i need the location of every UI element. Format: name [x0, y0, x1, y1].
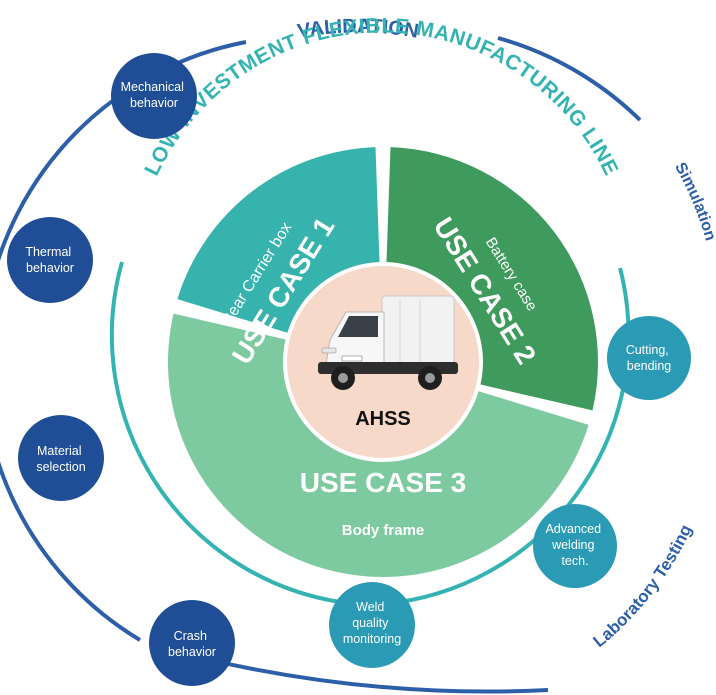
node-line: Material — [37, 444, 81, 458]
node-line: Weld — [356, 600, 384, 614]
node-line: selection — [36, 460, 85, 474]
electric-van-image — [318, 295, 458, 390]
manufacturing-node-weld-quality: Weld quality monitoring — [329, 582, 415, 668]
svg-text:Cutting, bending: Cutting, bending — [626, 343, 673, 373]
node-line: behavior — [26, 261, 74, 275]
manufacturing-node-cutting-bending: Cutting, bending — [607, 316, 691, 400]
simulation-label: Simulation — [671, 160, 716, 243]
manufacturing-node-advanced-welding: Advanced welding tech. — [533, 504, 617, 588]
use-case-1-segment — [177, 147, 380, 333]
node-line: tech. — [561, 554, 588, 568]
node-line: Advanced — [545, 522, 601, 536]
center-label: AHSS — [355, 408, 411, 430]
validation-node-thermal-behavior: Thermal behavior — [7, 217, 93, 303]
node-line: welding — [551, 538, 594, 552]
use-case-3-title: USE CASE 3 — [300, 467, 467, 498]
svg-text:Crash behavior: Crash behavior — [168, 629, 216, 659]
use-case-2-segment — [386, 147, 598, 411]
use-case-3-subtitle: Body frame — [342, 522, 425, 539]
node-line: quality — [352, 616, 389, 630]
node-line: Mechanical — [121, 80, 184, 94]
inner-ring-arc-left — [109, 261, 341, 604]
node-line: Thermal — [25, 245, 71, 259]
node-line: Crash — [174, 629, 207, 643]
validation-node-material-selection: Material selection — [18, 415, 104, 501]
svg-text:Thermal behavior: Thermal behavior — [25, 245, 74, 275]
node-line: Cutting, — [626, 343, 669, 357]
validation-node-crash-behavior: Crash behavior — [149, 600, 235, 686]
node-line: bending — [627, 359, 672, 373]
outer-ring-arc-right — [497, 36, 642, 122]
svg-text:Material selection: Material selection — [36, 444, 85, 474]
svg-text:Advanced welding t: Advanced welding tech. — [545, 522, 604, 568]
node-line: behavior — [130, 96, 178, 110]
svg-text:Mechanical behavior: Mechanical behavior — [121, 80, 188, 110]
manufacturing-line-label: LOW-INVESTMENT FLEXIBLE MANUFACTURING LI… — [140, 14, 622, 179]
node-line: monitoring — [343, 632, 401, 646]
node-line: behavior — [168, 645, 216, 659]
use-case-3-segment — [167, 313, 589, 578]
svg-text:Weld quality monit: Weld quality monitoring — [343, 600, 401, 646]
validation-node-mechanical-behavior: Mechanical behavior — [111, 53, 197, 139]
